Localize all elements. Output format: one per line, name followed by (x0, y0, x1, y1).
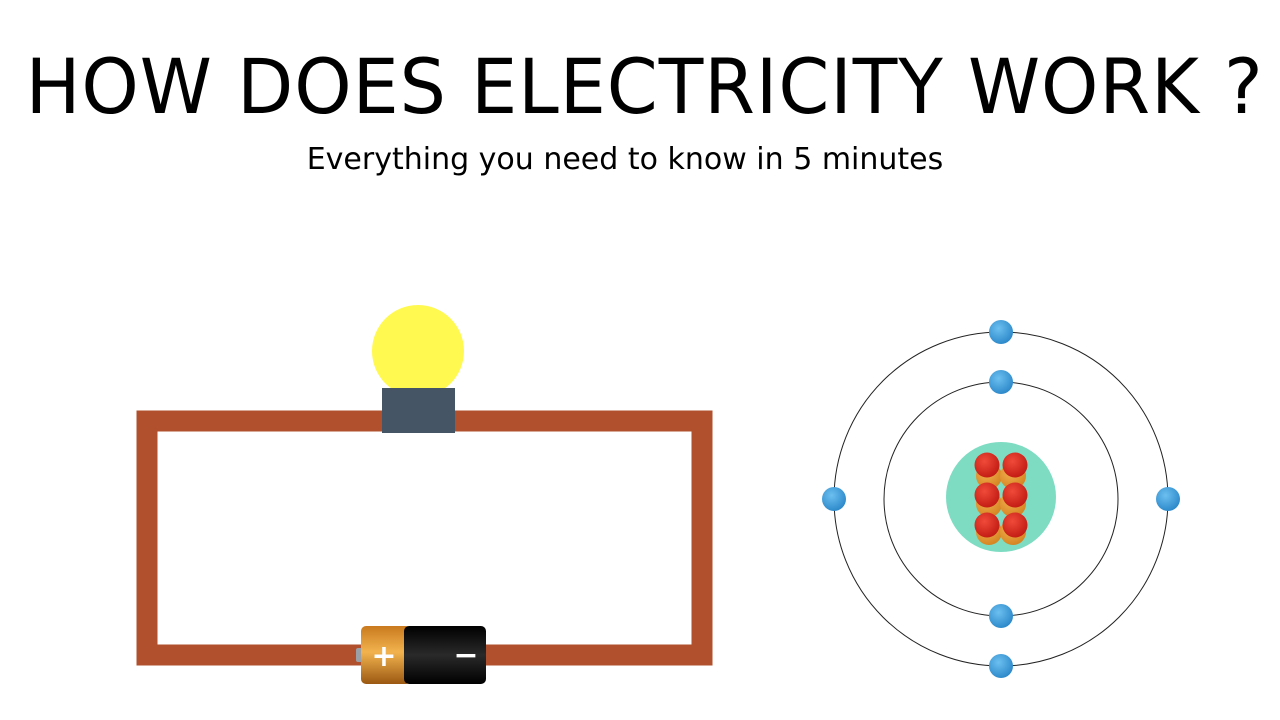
electric-circuit: + − (136, 305, 713, 684)
nucleus-particles (974, 452, 1028, 545)
battery-negative-half (404, 626, 486, 684)
electron (989, 654, 1013, 678)
nucleus (946, 442, 1056, 552)
circuit-wire (136, 410, 713, 666)
atom-model (822, 320, 1180, 678)
proton (1002, 452, 1028, 478)
proton (1002, 482, 1028, 508)
page-title: HOW DOES ELECTRICITY WORK ? (25, 42, 1264, 131)
battery-positive-half (361, 626, 411, 684)
electron (989, 370, 1013, 394)
electron (989, 320, 1013, 344)
electrons (822, 320, 1180, 678)
proton (974, 452, 1000, 478)
battery: + − (356, 626, 486, 684)
electron (989, 604, 1013, 628)
proton (974, 482, 1000, 508)
electron (822, 487, 846, 511)
proton (1002, 512, 1028, 538)
bulb-base (382, 388, 455, 433)
page-subtitle: Everything you need to know in 5 minutes (306, 142, 944, 177)
battery-plus-sign: + (371, 639, 396, 674)
battery-minus-sign: − (453, 638, 478, 673)
light-bulb (372, 305, 464, 397)
proton (974, 512, 1000, 538)
electron (1156, 487, 1180, 511)
